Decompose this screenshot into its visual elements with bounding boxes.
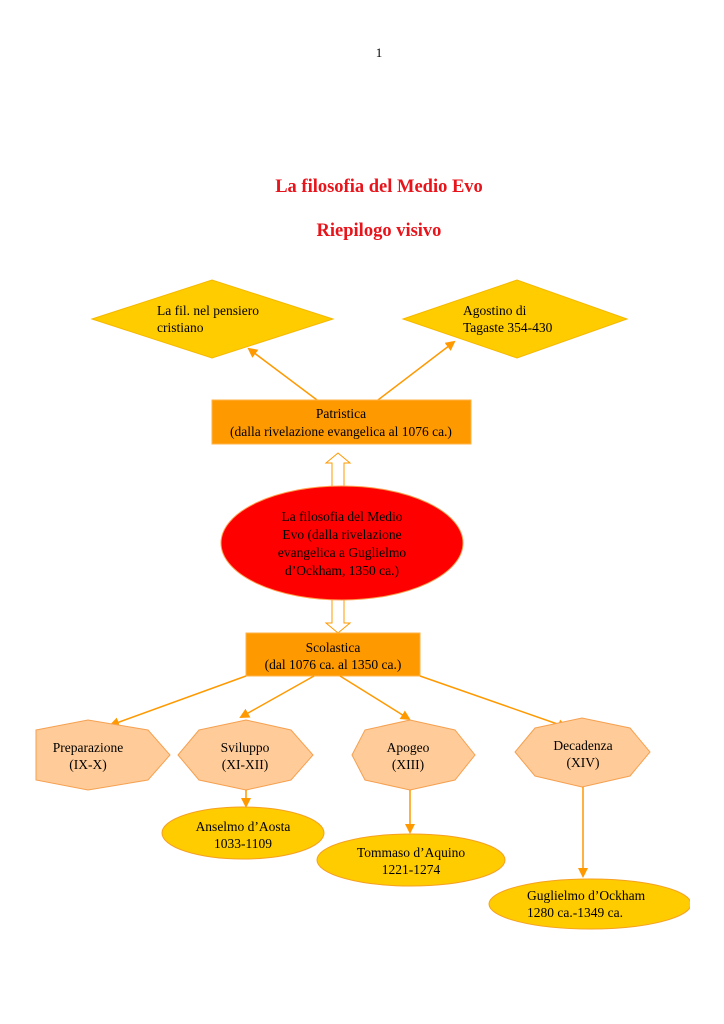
figure-text: 1280 ca.-1349 ca. [527, 905, 623, 920]
page-number: 1 [376, 45, 383, 60]
diamond-text: La fil. nel pensiero [157, 303, 259, 318]
diamond-text: Tagaste 354-430 [463, 320, 553, 335]
star-text: (XIII) [392, 757, 424, 772]
diamond-text: Agostino di [463, 303, 527, 318]
scolastica-box [245, 632, 421, 677]
figure-text: 1221-1274 [382, 862, 441, 877]
arrow [419, 675, 568, 730]
hollow-arrow-up [324, 452, 352, 486]
patristica-box [211, 399, 472, 445]
star-text: Preparazione [53, 740, 123, 755]
figure-text: Guglielmo d’Ockham [527, 888, 646, 903]
diamond-text: cristiano [157, 320, 204, 335]
box-text: (dalla rivelazione evangelica al 1076 ca… [230, 424, 452, 439]
ellipse-guglielmo [488, 878, 690, 930]
diamond-pensiero-cristiano [90, 279, 335, 359]
center-text: La filosofia del Medio [281, 509, 402, 524]
star-apogeo [351, 719, 476, 791]
arrow [247, 347, 318, 401]
page-subtitle: Riepilogo visivo [317, 221, 442, 241]
diamond-agostino [401, 279, 629, 359]
ellipse-anselmo [161, 806, 325, 860]
figure-text: 1033-1109 [214, 836, 272, 851]
arrow [339, 675, 411, 721]
arrow [239, 675, 315, 718]
box-text: Patristica [316, 406, 366, 421]
hollow-arrow-down [324, 600, 352, 634]
star-text: (XIV) [567, 755, 600, 770]
figure-text: Anselmo d’Aosta [196, 819, 291, 834]
star-preparazione [35, 719, 171, 791]
star-text: Sviluppo [221, 740, 270, 755]
star-decadenza [514, 717, 651, 788]
arrow [377, 340, 456, 401]
star-text: Apogeo [387, 740, 430, 755]
center-text: d’Ockham, 1350 ca.) [285, 563, 399, 578]
center-ellipse [220, 485, 464, 601]
ellipse-tommaso [316, 833, 506, 887]
star-text: (IX-X) [69, 757, 106, 772]
star-text: Decadenza [553, 738, 612, 753]
star-text: (XI-XII) [222, 757, 268, 772]
page-title: La filosofia del Medio Evo [275, 177, 483, 197]
arrow [109, 675, 247, 727]
center-text: evangelica a Guglielmo [278, 545, 406, 560]
box-text: Scolastica [306, 640, 361, 655]
figure-text: Tommaso d’Aquino [357, 845, 465, 860]
box-text: (dal 1076 ca. al 1350 ca.) [265, 657, 402, 672]
star-sviluppo [177, 719, 314, 791]
center-text: Evo (dalla rivelazione [282, 527, 401, 542]
